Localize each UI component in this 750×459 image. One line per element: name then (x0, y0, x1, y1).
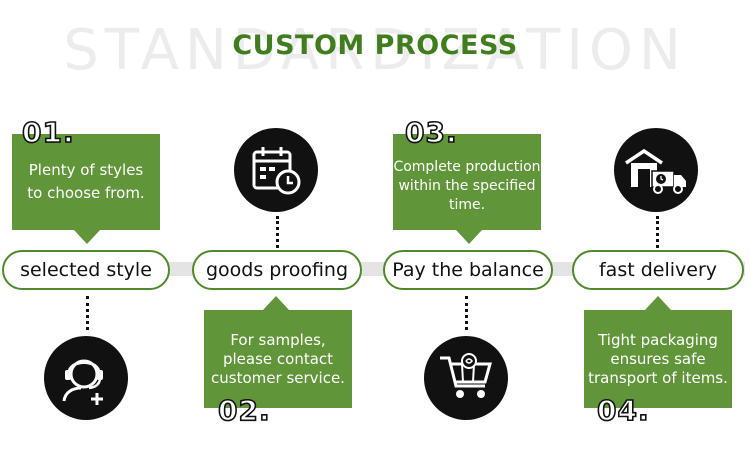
step-1-desc-line: Plenty of styles (28, 161, 144, 179)
step-3-pill: Pay the balance (383, 250, 553, 290)
step-2-pill: goods proofing (192, 250, 362, 290)
step-2-desc-line: customer service. (211, 368, 345, 387)
step-3-description-box: Complete production within the specified… (393, 134, 541, 230)
step-2-number: 02. (217, 393, 271, 428)
step-4-icon-circle (614, 128, 698, 212)
step-1-box-pointer (74, 230, 100, 244)
step-1-desc-line: to choose from. (27, 184, 145, 202)
step-4-number: 04. (596, 393, 650, 428)
step-1-number: 01. (21, 115, 75, 150)
step-2-desc-line: For samples, (230, 330, 326, 349)
step-1-label: selected style (20, 259, 152, 281)
step-2-description-box: For samples, please contact customer ser… (204, 310, 352, 408)
step-2-connector-dots (276, 216, 279, 248)
step-3-label: Pay the balance (392, 259, 544, 281)
step-3-box-pointer (456, 230, 482, 244)
step-4-pill: fast delivery (572, 250, 744, 290)
warehouse-truck-icon (625, 148, 686, 194)
customer-service-icon (62, 359, 103, 405)
step-4-box-pointer (645, 296, 671, 310)
step-4-label: fast delivery (598, 259, 718, 281)
step-1-description-box: Plenty of styles to choose from. (12, 134, 160, 230)
shopping-cart-icon (440, 353, 492, 398)
step-1-connector-dots (86, 296, 89, 330)
step-4-desc-line: ensures safe (610, 349, 706, 368)
step-3-number: 03. (404, 115, 458, 150)
page-title: CUSTOM PROCESS (232, 30, 518, 61)
step-2-icon-circle (234, 128, 318, 212)
step-4-description-box: Tight packaging ensures safe transport o… (584, 310, 732, 408)
step-3-icon-circle (424, 336, 508, 420)
step-2-label: goods proofing (205, 259, 349, 281)
step-3-desc-line: within the specified (398, 177, 536, 194)
step-2-box-pointer (263, 296, 289, 310)
step-3-desc-line: Complete production (393, 158, 541, 175)
step-3-desc-line: time. (448, 196, 486, 213)
step-1-icon-circle (44, 336, 128, 420)
step-4-desc-line: Tight packaging (598, 330, 718, 349)
step-3-connector-dots (465, 296, 468, 330)
step-1-pill: selected style (2, 250, 170, 290)
step-4-desc-line: transport of items. (588, 368, 728, 387)
step-2-desc-line: please contact (222, 349, 334, 368)
calendar-clock-icon (252, 147, 301, 195)
background-watermark-word: STANDARDIZATION (63, 18, 687, 83)
step-4-connector-dots (656, 216, 659, 248)
